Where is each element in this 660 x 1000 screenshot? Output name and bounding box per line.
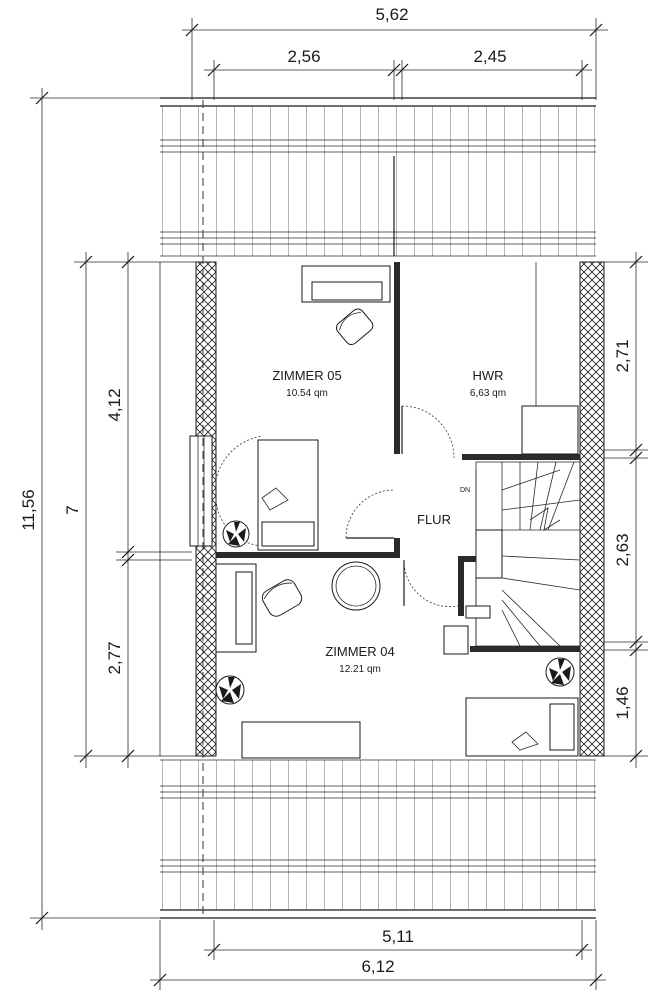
doors [215, 405, 459, 608]
furniture-zimmer-04 [215, 561, 579, 759]
staircase [465, 461, 581, 647]
dim-right-upper: 2,71 [613, 339, 632, 372]
dim-left-mid: 7 [63, 505, 82, 514]
dim-bottom-outer: 6,12 [361, 957, 394, 976]
roof-bottom [160, 759, 596, 919]
plants [215, 520, 575, 705]
room-name-zimmer-05: ZIMMER 05 [272, 368, 341, 383]
dim-bottom-inner: 5,11 [382, 927, 414, 946]
dim-left-upper: 4,12 [105, 388, 124, 421]
dimension-lines [30, 18, 648, 990]
room-area-hwr: 6,63 qm [470, 388, 506, 399]
furniture-zimmer-05 [257, 265, 391, 551]
dim-top-left: 2,56 [287, 47, 320, 66]
dim-left-lower: 2,77 [105, 641, 124, 674]
room-name-hwr: HWR [472, 368, 503, 383]
dim-top-total: 5,62 [375, 5, 408, 24]
room-area-zimmer-05: 10.54 qm [286, 388, 328, 399]
dim-right-mid: 2,63 [613, 533, 632, 566]
dim-top-right: 2,45 [473, 47, 506, 66]
room-name-zimmer-04: ZIMMER 04 [325, 644, 394, 659]
dim-left-total: 11,56 [19, 489, 38, 530]
room-name-flur: FLUR [417, 512, 451, 527]
dim-right-lower: 1,46 [613, 686, 632, 719]
stair-direction-label: DN [460, 487, 470, 494]
interior-walls [216, 262, 580, 652]
room-area-zimmer-04: 12.21 qm [339, 664, 381, 675]
roof-top [160, 97, 596, 257]
exterior-walls [189, 261, 605, 757]
